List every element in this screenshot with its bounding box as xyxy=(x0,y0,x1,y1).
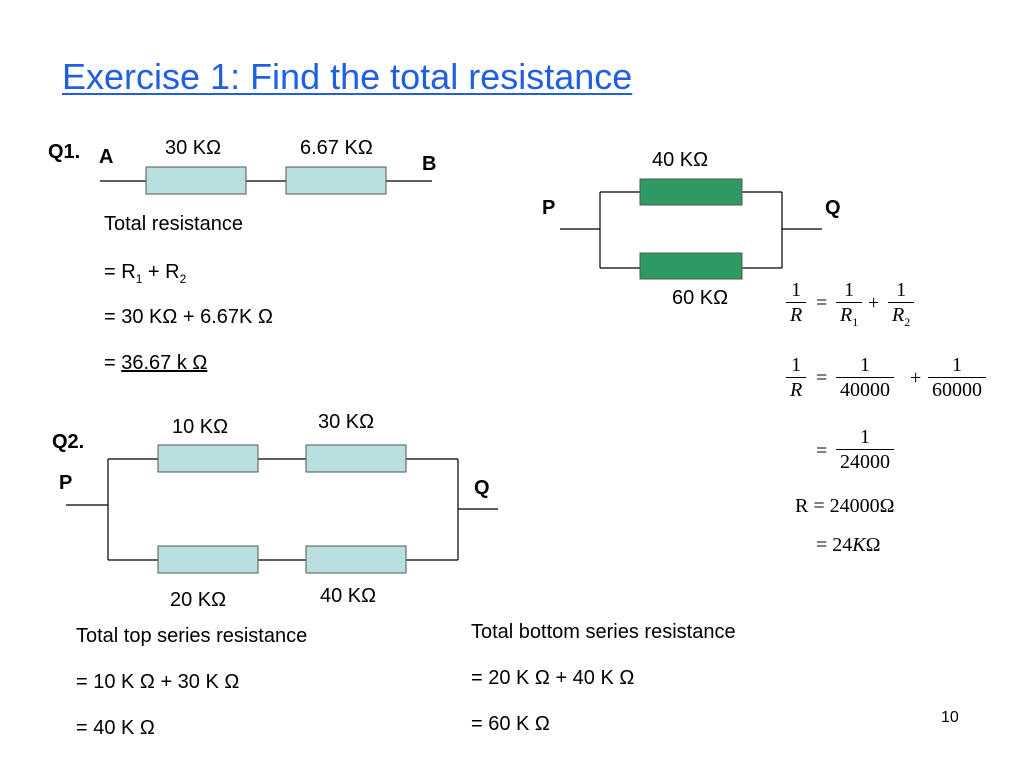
eq1-equals: = xyxy=(816,292,828,314)
eq2-term2: 1 60000 xyxy=(928,353,986,402)
q2-r-top2-label: 30 KΩ xyxy=(318,411,375,433)
q2-top-series-line-3: = 40 K Ω xyxy=(76,717,155,739)
eq1-plus: + xyxy=(868,292,880,314)
q2-node-p: P xyxy=(59,472,73,494)
q1-resistor-6-67k xyxy=(285,166,387,195)
q2-bottom-series-line-2: = 20 K Ω + 40 K Ω xyxy=(471,667,635,689)
q1-line-3: = 30 KΩ + 6.67K Ω xyxy=(104,306,273,328)
q2-top-series-line-2: = 10 K Ω + 30 K Ω xyxy=(76,671,240,693)
q2-resistor-30k xyxy=(305,444,407,473)
eq1-lhs: 1 R xyxy=(786,278,807,327)
parallel-node-q: Q xyxy=(825,197,841,219)
q2-bottom-series-line-1: Total bottom series resistance xyxy=(471,621,736,643)
eq3-term: 1 24000 xyxy=(836,425,894,474)
q1-answer: 36.67 k Ω xyxy=(121,352,208,374)
q1-node-b: B xyxy=(422,153,437,175)
q1-line-2: = R1 + R2 xyxy=(104,261,187,286)
eq5-final: = 24KΩ xyxy=(816,534,881,556)
q2-r-bot1-label: 20 KΩ xyxy=(170,589,227,611)
q1-resistor-30k xyxy=(145,166,247,195)
q1-line-1: Total resistance xyxy=(104,213,243,235)
q1-node-a: A xyxy=(99,146,114,168)
q2-resistor-10k xyxy=(157,444,259,473)
eq2-lhs: 1 R xyxy=(786,353,807,402)
q2-top-series-line-1: Total top series resistance xyxy=(76,625,308,647)
eq2-plus: + xyxy=(910,367,922,389)
eq4-result: R = 24000Ω xyxy=(795,495,895,517)
eq1-term2: 1 R2 xyxy=(888,278,915,334)
q2-resistor-20k xyxy=(157,545,259,574)
parallel-node-p: P xyxy=(542,197,556,219)
q2-bottom-series-line-3: = 60 K Ω xyxy=(471,713,550,735)
eq2-term1: 1 40000 xyxy=(836,353,894,402)
page-number: 10 xyxy=(941,709,959,726)
parallel-r-top-label: 40 KΩ xyxy=(652,149,709,171)
parallel-resistor-40k xyxy=(639,178,743,206)
parallel-resistor-60k xyxy=(639,252,743,280)
q2-r-bot2-label: 40 KΩ xyxy=(320,585,377,607)
q2-node-q: Q xyxy=(474,477,490,499)
eq1-term1: 1 R1 xyxy=(836,278,863,334)
q2-r-top1-label: 10 KΩ xyxy=(172,416,229,438)
page-title: Exercise 1: Find the total resistance xyxy=(62,56,633,97)
eq2-equals: = xyxy=(816,367,828,389)
q2-label: Q2. xyxy=(52,431,85,453)
parallel-r-bottom-label: 60 KΩ xyxy=(672,287,729,309)
eq3-equals: = xyxy=(816,440,828,462)
q1-label: Q1. xyxy=(48,141,81,163)
q1-r2-label: 6.67 KΩ xyxy=(300,137,373,159)
q1-r1-label: 30 KΩ xyxy=(165,137,222,159)
q2-resistor-40k xyxy=(305,545,407,574)
q1-line-4: = 36.67 k Ω xyxy=(104,352,208,374)
